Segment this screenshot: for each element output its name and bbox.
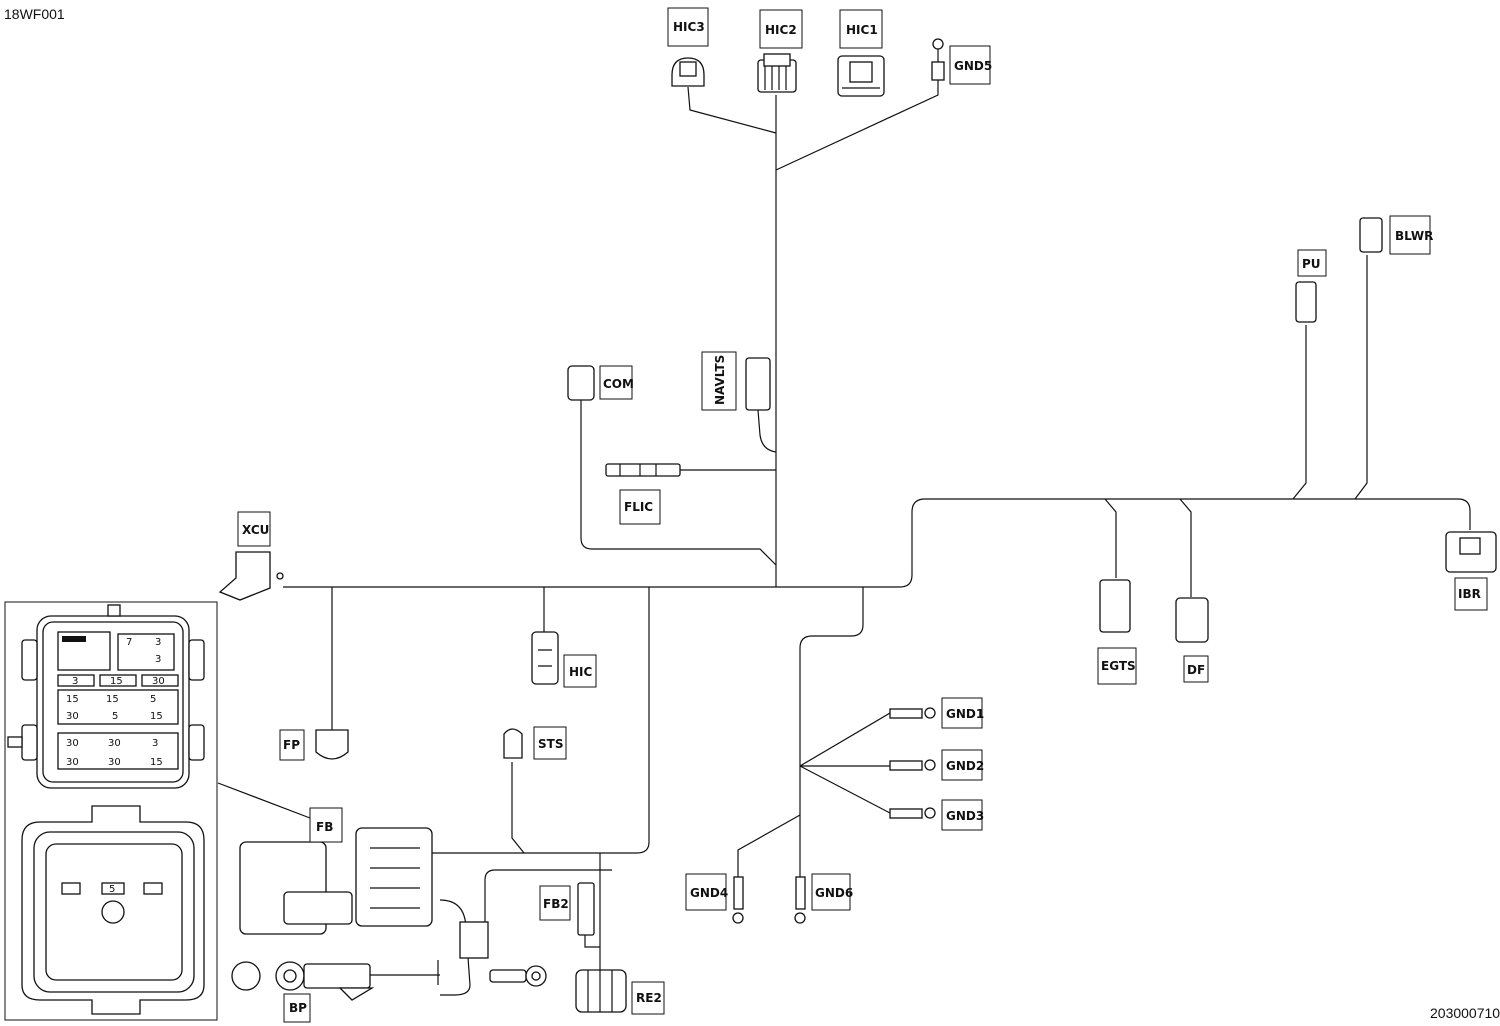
fuse-label: 5 [112,711,118,722]
label-gnd1: GND1 [946,707,984,721]
fuse-label: 5 [150,694,156,705]
fuse-label: 3 [155,654,161,665]
label-ibr: IBR [1458,587,1481,601]
label-df: DF [1187,663,1205,677]
fuse-label: 7 [126,637,132,648]
sts-connector [503,728,523,759]
fuse-label: 15 [66,694,79,705]
blwr-connector [1359,217,1383,253]
fuse-label: 3 [155,637,161,648]
gnd6-lug [795,876,806,910]
fuse-label: 30 [152,676,165,687]
label-egts: EGTS [1101,659,1136,673]
fuse-label: 30 [66,738,79,749]
ring-terminal-body [489,969,527,983]
fuse-label: 30 [66,757,79,768]
egts-connector [1099,579,1131,633]
fuse-label: 15 [110,676,123,687]
fuse-label: 15 [106,694,119,705]
gnd3-lug [889,808,923,819]
drawing-id: 18WF001 [4,6,65,22]
label-fb: FB [316,820,333,834]
xcu-connector [218,551,271,601]
gnd2-lug [889,760,923,771]
fp-connector [315,729,349,760]
label-fp: FP [283,738,300,752]
label-sts: STS [538,737,563,751]
inline-fuse [459,921,489,959]
hic-connector [531,631,559,685]
label-bp: BP [289,1001,307,1015]
label-blwr: BLWR [1395,229,1433,243]
pu-connector [1295,281,1317,323]
fuse-label: 30 [66,711,79,722]
label-flic: FLIC [624,500,653,514]
flic-connector [605,463,681,477]
fb2-holder [577,882,595,936]
fuse-label: 3 [152,738,158,749]
fuse-label: 15 [150,757,163,768]
part-number: 203000710 [1430,1005,1500,1021]
label-hic: HIC [569,665,593,679]
label-xcu: XCU [242,523,269,537]
label-pu: PU [1302,257,1321,271]
label-navlts: NAVLTS [713,355,727,405]
re2-relay [575,969,627,1013]
fuse-box-assembly: 7 3 3 3 15 30 15 15 5 30 5 15 30 30 3 30… [4,601,218,1021]
label-gnd2: GND2 [946,759,984,773]
label-hic2: HIC2 [765,23,797,37]
label-fb2: FB2 [543,897,569,911]
fb-connector-right [355,827,433,927]
label-hic3: HIC3 [673,20,705,34]
label-com: COM [603,377,634,391]
connector-shapes [218,38,1497,1013]
label-gnd3: GND3 [946,809,984,823]
connector-labels: HIC3 HIC2 HIC1 GND5 BLWR PU COM NAVLTS F… [237,7,1488,1023]
fuse-label: 5 [109,884,115,895]
label-re2: RE2 [636,991,662,1005]
label-gnd6: GND6 [815,886,853,900]
navlts-connector [745,357,771,411]
fuse-label: 30 [108,757,121,768]
label-gnd4: GND4 [690,886,728,900]
fuse-label: 15 [150,711,163,722]
fuse-label: 30 [108,738,121,749]
bp-terminal [231,961,261,991]
df-connector [1175,597,1209,643]
label-hic1: HIC1 [846,23,878,37]
gnd1-lug [889,708,923,719]
gnd5-terminal [932,38,944,50]
gnd4-lug [733,876,744,910]
com-connector [567,365,595,401]
fuse-label: 3 [72,676,78,687]
label-gnd5: GND5 [954,59,992,73]
harness-wires [217,80,1471,996]
